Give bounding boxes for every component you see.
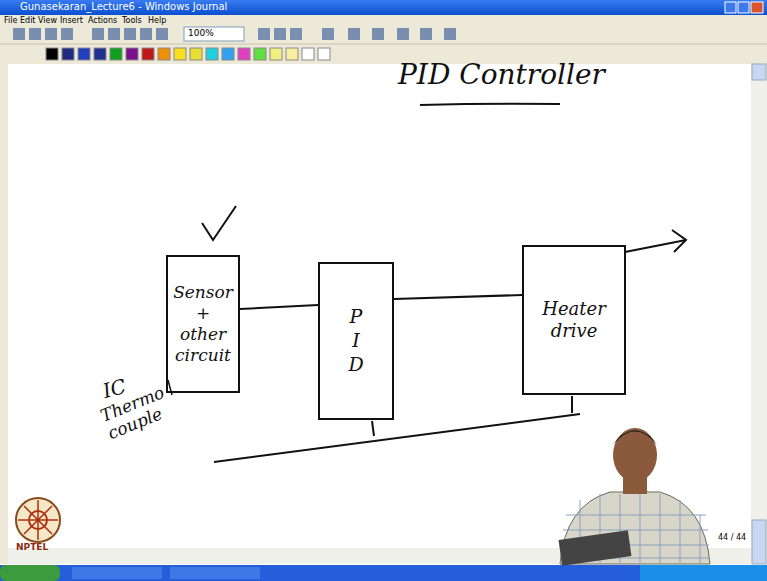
menu-item: Tools xyxy=(122,16,142,25)
pid-box: P I D xyxy=(318,262,394,420)
menu-item: Insert xyxy=(60,16,83,25)
page-counter: 44 / 44 xyxy=(718,533,746,542)
menu-item: Actions xyxy=(88,16,117,25)
connector-line xyxy=(240,305,318,309)
node-text: P I D xyxy=(320,305,392,376)
window-title: Gunasekaran_Lecture6 - Windows Journal xyxy=(20,1,227,12)
zoom-value: 100% xyxy=(188,28,214,38)
menu-item: File xyxy=(4,16,17,25)
heater-drive-box: Heater drive xyxy=(522,245,626,395)
connector-line xyxy=(394,295,522,299)
menu-item: Help xyxy=(148,16,166,25)
menu-item: View xyxy=(38,16,57,25)
logo-text: NPTEL xyxy=(16,542,48,552)
node-text: Sensor + other circuit xyxy=(168,282,238,367)
diagram-title: PID Controller xyxy=(398,58,605,91)
node-text: Heater drive xyxy=(524,298,624,343)
menu-item: Edit xyxy=(20,16,36,25)
sensor-box: Sensor + other circuit xyxy=(166,255,240,393)
